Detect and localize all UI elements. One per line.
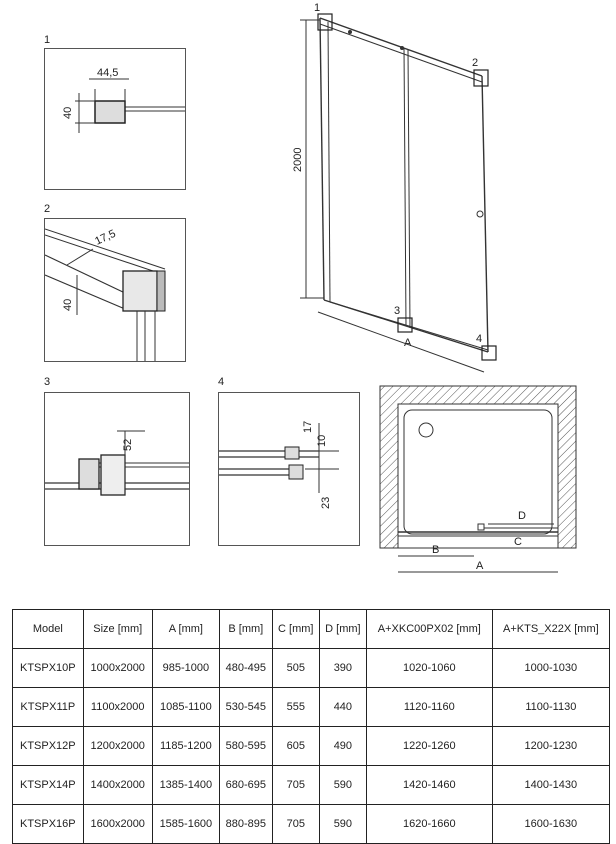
col-a-xkc: A+XKC00PX02 [mm]	[365, 609, 493, 649]
table-cell: 1585-1600	[151, 804, 220, 844]
detail-3-height: 52	[122, 439, 134, 451]
table-cell: 1600x2000	[82, 804, 153, 844]
spec-table: Model Size [mm] A [mm] B [mm] C [mm] D […	[12, 609, 611, 844]
table-cell: 480-495	[218, 648, 273, 688]
table-cell: 490	[318, 726, 367, 766]
detail-4-box: 17 10 23	[218, 392, 360, 546]
table-cell: 530-545	[218, 687, 273, 727]
table-cell: 1085-1100	[151, 687, 220, 727]
table-cell: 680-695	[218, 765, 273, 805]
col-d: D [mm]	[318, 609, 367, 649]
detail-2-height: 40	[62, 299, 74, 311]
detail-1-width: 44,5	[97, 67, 118, 79]
callout-1: 1	[314, 2, 320, 14]
plan-label-d: D	[518, 510, 526, 522]
table-row: KTSPX12P 1200x2000 1185-1200 580-595 605…	[12, 726, 611, 766]
col-model: Model	[12, 609, 84, 649]
detail-2-angle: 17,5	[93, 228, 117, 248]
plan-label-c: C	[514, 536, 522, 548]
table-cell: 1385-1400	[151, 765, 220, 805]
detail-3-drawing: 52	[45, 430, 189, 496]
main-drawing-svg: 2000 A 1 2 3 4	[292, 2, 497, 373]
table-cell: 985-1000	[151, 648, 220, 688]
table-cell: 1100x2000	[82, 687, 153, 727]
table-header-row: Model Size [mm] A [mm] B [mm] C [mm] D […	[12, 609, 611, 649]
table-cell: 1220-1260	[365, 726, 493, 766]
table-cell: KTSPX11P	[12, 687, 84, 727]
detail-1-height: 40	[62, 107, 74, 119]
table-row: KTSPX10P 1000x2000 985-1000 480-495 505 …	[12, 648, 611, 688]
width-dimension: A	[404, 337, 412, 349]
col-a-kts: A+KTS_X22X [mm]	[491, 609, 611, 649]
detail-3-box: 52	[44, 392, 190, 546]
detail-4-label: 4	[218, 376, 225, 388]
table-cell: 1620-1660	[365, 804, 493, 844]
main-drawing: 2000 A 1 2 3 4	[284, 0, 504, 380]
detail-1-box: 44,5 40	[44, 48, 186, 190]
plan-label-a: A	[476, 560, 484, 572]
table-cell: 705	[271, 804, 320, 844]
detail-1-drawing: 44,5 40	[62, 67, 185, 133]
table-cell: 1100-1130	[491, 687, 611, 727]
detail-4-dim-c: 23	[320, 497, 332, 509]
col-size: Size [mm]	[82, 609, 153, 649]
col-b: B [mm]	[218, 609, 273, 649]
table-row: KTSPX14P 1400x2000 1385-1400 680-695 705…	[12, 765, 611, 805]
table-cell: 590	[318, 804, 367, 844]
table-cell: 1600-1630	[491, 804, 611, 844]
detail-4-dim-a: 17	[302, 421, 314, 433]
detail-4-dim-b: 10	[316, 435, 328, 447]
table-cell: 590	[318, 765, 367, 805]
detail-2-box: 17,5 40	[44, 218, 186, 362]
table-cell: 1000x2000	[82, 648, 153, 688]
col-c: C [mm]	[271, 609, 320, 649]
height-dimension: 2000	[292, 148, 304, 172]
table-cell: 1200x2000	[82, 726, 153, 766]
callout-4: 4	[476, 333, 482, 345]
table-cell: 1200-1230	[491, 726, 611, 766]
table-cell: 705	[271, 765, 320, 805]
plan-view-svg: D B C A	[379, 385, 577, 573]
callout-2: 2	[472, 57, 478, 69]
detail-2-drawing: 17,5 40	[45, 228, 166, 361]
table-cell: 1120-1160	[365, 687, 493, 727]
table-cell: 555	[271, 687, 320, 727]
table-cell: 580-595	[218, 726, 273, 766]
detail-4-drawing: 17 10 23	[219, 421, 339, 509]
table-cell: 1020-1060	[365, 648, 493, 688]
table-cell: 390	[318, 648, 367, 688]
table-cell: KTSPX14P	[12, 765, 84, 805]
table-cell: 1000-1030	[491, 648, 611, 688]
col-a: A [mm]	[151, 609, 220, 649]
table-cell: 440	[318, 687, 367, 727]
table-row: KTSPX11P 1100x2000 1085-1100 530-545 555…	[12, 687, 611, 727]
callout-3: 3	[394, 305, 400, 317]
table-cell: 605	[271, 726, 320, 766]
table-cell: 880-895	[218, 804, 273, 844]
table-cell: KTSPX16P	[12, 804, 84, 844]
table-cell: 1400x2000	[82, 765, 153, 805]
table-cell: KTSPX10P	[12, 648, 84, 688]
table-cell: 1400-1430	[491, 765, 611, 805]
detail-1-label: 1	[44, 34, 51, 46]
table-cell: 1420-1460	[365, 765, 493, 805]
detail-3-label: 3	[44, 376, 51, 388]
table-cell: 505	[271, 648, 320, 688]
table-row: KTSPX16P 1600x2000 1585-1600 880-895 705…	[12, 804, 611, 844]
plan-label-b: B	[432, 544, 439, 556]
plan-view: D B C A	[378, 384, 578, 580]
detail-2-label: 2	[44, 203, 51, 215]
table-cell: 1185-1200	[151, 726, 220, 766]
table-cell: KTSPX12P	[12, 726, 84, 766]
